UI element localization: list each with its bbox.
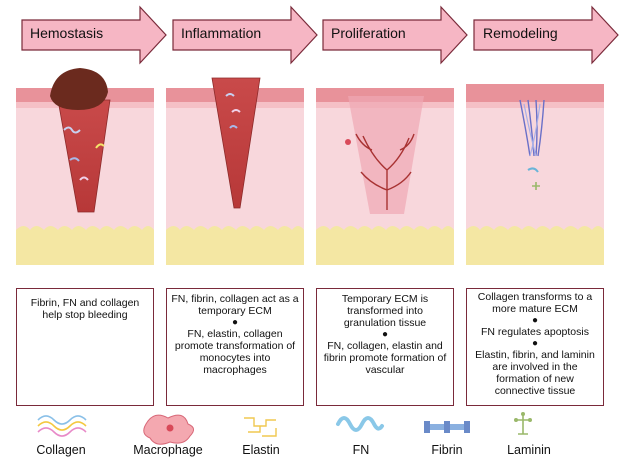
phase-label-inflammation: Inflammation [181,25,262,41]
proliferation-text-2: FN, collagen, elastin and fibrin promote… [323,340,447,376]
panel-inflammation [166,77,304,265]
arrow-hemostasis [21,5,167,65]
remodeling-bullet-2: ● [531,338,539,349]
collagen-icon [37,415,87,437]
arrow-remodeling [473,5,619,65]
elastin-icon [244,417,277,437]
proliferation-text-1: Temporary ECM is transformed into granul… [341,293,429,329]
macrophage-icon [143,414,194,445]
phase-label-proliferation: Proliferation [331,25,406,41]
remodeling-text-3: Elastin, fibrin, and laminin are involve… [475,349,595,397]
arrow-proliferation [322,5,468,65]
textbox-inflammation: FN, fibrin, collagen act as a temporary … [166,288,304,406]
skin-panels [16,68,604,265]
remodeling-text-2: FN regulates apoptosis [481,326,589,338]
panel-proliferation [316,88,454,265]
fibrin-icon [424,421,470,433]
phase-label-hemostasis: Hemostasis [30,25,104,41]
legend-label-collagen: Collagen [36,443,86,457]
textbox-proliferation: Temporary ECM is transformed into granul… [316,288,454,406]
proliferation-bullet: ● [381,329,389,340]
legend-label-fn: FN [352,443,370,457]
hemostasis-text-1: Fibrin, FN and collagen help stop bleedi… [30,297,140,321]
legend-label-fibrin: Fibrin [431,443,463,457]
remodeling-bullet-1: ● [531,315,539,326]
phase-label-remodeling: Remodeling [483,25,558,41]
blood-clot-icon [50,68,108,110]
laminin-icon [514,412,532,435]
textbox-remodeling: Collagen transforms to a more mature ECM… [466,288,604,406]
fn-icon [336,416,384,432]
panel-remodeling [466,84,604,265]
panel-hemostasis [16,68,154,265]
inflammation-text-1: FN, fibrin, collagen act as a temporary … [171,293,299,317]
inflammation-bullet: ● [231,317,239,328]
inflammation-text-2: FN, elastin, collagen promote transforma… [174,328,296,376]
arrow-inflammation [172,5,318,65]
textbox-hemostasis: Fibrin, FN and collagen help stop bleedi… [16,288,154,406]
legend-label-laminin: Laminin [507,443,551,457]
legend-label-macrophage: Macrophage [133,443,203,457]
legend-label-elastin: Elastin [242,443,280,457]
remodeling-text-1: Collagen transforms to a more mature ECM [477,291,593,315]
